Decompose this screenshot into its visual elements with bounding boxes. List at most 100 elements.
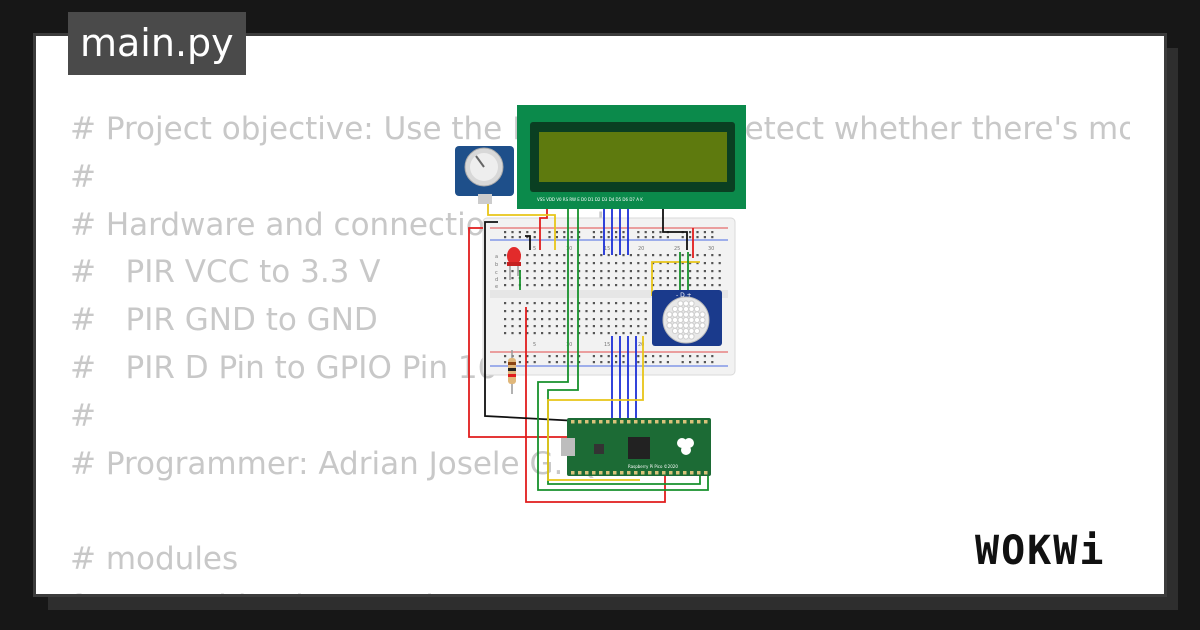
breadboard-hole (622, 325, 625, 328)
breadboard-hole (533, 231, 536, 234)
breadboard-hole (637, 325, 640, 328)
breadboard-hole (526, 302, 529, 305)
breadboard-hole (585, 262, 588, 265)
breadboard-hole (644, 270, 647, 273)
pir-lens-cell (688, 300, 695, 307)
pico-pin (655, 471, 659, 475)
breadboard-hole (518, 302, 521, 305)
pico-pin (606, 420, 610, 424)
breadboard-hole (548, 325, 551, 328)
breadboard-hole (637, 262, 640, 265)
breadboard-hole (711, 231, 714, 234)
breadboard-hole (644, 236, 647, 239)
breadboard-hole (526, 270, 529, 273)
breadboard-hole (703, 355, 706, 358)
breadboard-hole (696, 277, 699, 280)
pico-pin (669, 471, 673, 475)
breadboard-hole (541, 254, 544, 257)
breadboard-hole (615, 332, 618, 335)
breadboard-hole (652, 262, 655, 265)
pir-lens-cell (682, 305, 690, 313)
pico-pin (662, 420, 666, 424)
breadboard-hole (578, 302, 581, 305)
pir-lens-cell (677, 322, 684, 329)
col-label: 20 (638, 342, 644, 348)
code-line: # (70, 158, 96, 195)
breadboard-hole (548, 231, 551, 234)
breadboard-hole (622, 284, 625, 287)
breadboard-hole (711, 355, 714, 358)
breadboard-hole (607, 302, 610, 305)
breadboard-hole (585, 325, 588, 328)
breadboard-hole (555, 361, 558, 364)
breadboard-hole (504, 277, 507, 280)
breadboard-hole (518, 332, 521, 335)
breadboard-hole (696, 270, 699, 273)
pir-lens-cell (666, 316, 673, 324)
breadboard-hole (644, 318, 647, 321)
breadboard-hole (578, 325, 581, 328)
breadboard-hole (718, 270, 721, 273)
breadboard-hole (541, 310, 544, 313)
breadboard-hole (622, 355, 625, 358)
breadboard-hole (585, 254, 588, 257)
breadboard-hole (592, 284, 595, 287)
pir-lens-cell (699, 322, 706, 329)
breadboard-hole (666, 277, 669, 280)
breadboard-hole (652, 277, 655, 280)
breadboard-hole (578, 355, 581, 358)
breadboard-hole (518, 231, 521, 234)
pir-lens-cell (688, 333, 695, 340)
pir-lens-cell (682, 300, 690, 307)
breadboard-hole (533, 325, 536, 328)
pico-pin (690, 471, 694, 475)
wire-black-lcd (662, 200, 688, 250)
breadboard-hole (659, 270, 662, 273)
breadboard-hole (711, 254, 714, 257)
breadboard-hole (615, 277, 618, 280)
breadboard-hole (570, 332, 573, 335)
breadboard-hole (585, 277, 588, 280)
breadboard-hole (511, 318, 514, 321)
breadboard-hole (711, 236, 714, 239)
pir-lens-cell (671, 316, 679, 324)
lcd-display: VSS VDD V0 RS RW E D0 D1 D2 D3 D4 D5 D6 … (517, 105, 746, 209)
breadboard-hole (629, 332, 632, 335)
pir-lens-cell (671, 305, 679, 313)
breadboard-hole (652, 254, 655, 257)
pir-lens-cell (693, 327, 701, 335)
breadboard-hole (637, 318, 640, 321)
breadboard-hole (563, 254, 566, 257)
breadboard-hole (555, 236, 558, 239)
breadboard-hole (622, 262, 625, 265)
pico-pin (634, 471, 638, 475)
breadboard-hole (533, 318, 536, 321)
breadboard-hole (696, 361, 699, 364)
breadboard-hole (689, 277, 692, 280)
pir-lens-cell (682, 327, 690, 335)
breadboard-hole (555, 262, 558, 265)
breadboard-hole (504, 355, 507, 358)
pico-pin (683, 420, 687, 424)
file-tab[interactable]: main.py (68, 12, 246, 75)
pico-pin (641, 420, 645, 424)
breadboard-hole (555, 355, 558, 358)
breadboard-hole (592, 262, 595, 265)
breadboard-hole (548, 332, 551, 335)
breadboard-hole (637, 284, 640, 287)
breadboard-hole (674, 277, 677, 280)
wire-green-1 (537, 200, 709, 491)
breadboard-hole (666, 236, 669, 239)
breadboard-hole (563, 325, 566, 328)
breadboard-hole (592, 254, 595, 257)
col-label: 20 (638, 246, 644, 252)
breadboard-hole (689, 270, 692, 273)
usb-port-icon (561, 438, 575, 456)
pico-pin (613, 420, 617, 424)
breadboard-hole (637, 361, 640, 364)
breadboard-hole (548, 236, 551, 239)
breadboard-hole (689, 284, 692, 287)
breadboard-hole (592, 332, 595, 335)
breadboard-hole (504, 318, 507, 321)
breadboard-hole (718, 284, 721, 287)
